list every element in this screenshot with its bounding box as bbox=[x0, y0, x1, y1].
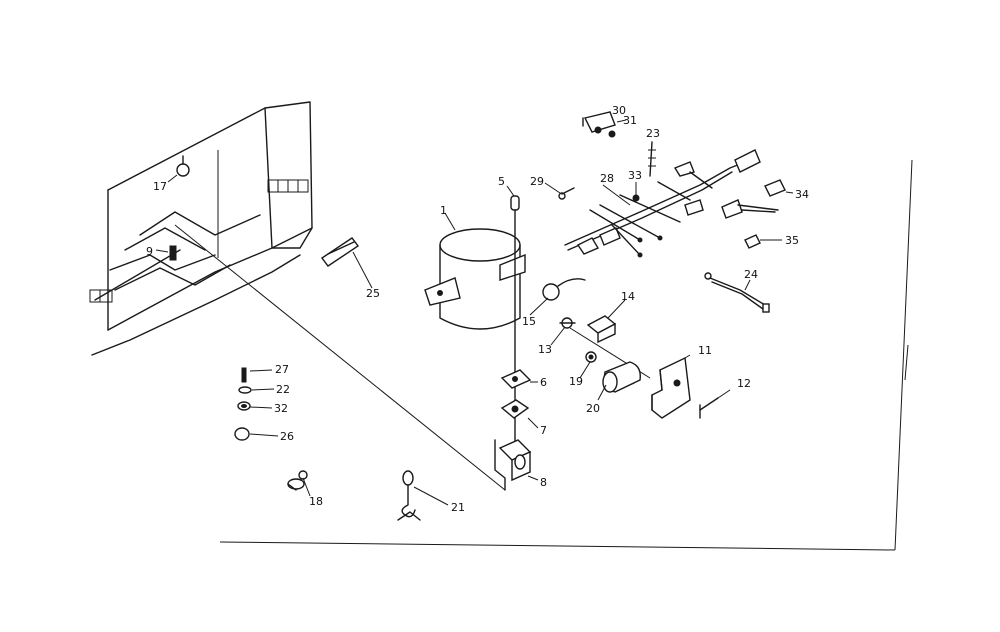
callout-22: 22 bbox=[276, 383, 290, 396]
part-22-washer bbox=[238, 386, 252, 394]
callout-33: 33 bbox=[628, 169, 642, 182]
frame-right bbox=[894, 159, 913, 551]
callout-11: 11 bbox=[698, 344, 712, 357]
leader-lines bbox=[155, 119, 794, 506]
part-14-switch bbox=[586, 315, 617, 344]
part-19-washer bbox=[585, 351, 597, 363]
callout-35: 35 bbox=[785, 234, 799, 247]
part-9-screw bbox=[169, 245, 177, 261]
callout-31: 31 bbox=[623, 114, 637, 127]
part-18-sleeve bbox=[287, 470, 308, 491]
part-24-wire-lead bbox=[704, 272, 770, 313]
callout-28: 28 bbox=[600, 172, 614, 185]
part-28-wire-harness bbox=[564, 149, 761, 258]
part-27-screw bbox=[241, 367, 247, 383]
part-11-capacitor-bracket bbox=[651, 354, 691, 419]
part-6-grommet bbox=[500, 369, 532, 389]
callout-18: 18 bbox=[309, 495, 323, 508]
part-7-mount bbox=[500, 399, 530, 419]
callout-20: 20 bbox=[586, 402, 600, 415]
part-13-clip bbox=[559, 317, 576, 329]
callout-30: 30 bbox=[612, 104, 626, 117]
part-20-capacitor bbox=[602, 361, 641, 393]
callout-34: 34 bbox=[795, 188, 809, 201]
callout-29: 29 bbox=[530, 175, 544, 188]
part-15-overload bbox=[542, 278, 586, 301]
callout-25: 25 bbox=[366, 287, 380, 300]
callout-21: 21 bbox=[451, 501, 465, 514]
part-25-tube bbox=[320, 237, 373, 289]
callout-6: 6 bbox=[540, 376, 547, 389]
callout-13: 13 bbox=[538, 343, 552, 356]
part-34-terminal bbox=[721, 179, 786, 219]
part-8-bracket bbox=[494, 439, 532, 491]
part-5-screw-and-wire bbox=[506, 185, 520, 471]
part-17-light-socket bbox=[176, 155, 190, 177]
callout-9: 9 bbox=[146, 245, 153, 258]
callout-5: 5 bbox=[498, 175, 505, 188]
part-32-clamp bbox=[237, 401, 251, 411]
callout-26: 26 bbox=[280, 430, 294, 443]
frame-bottom bbox=[219, 541, 896, 551]
part-30-31-connector bbox=[582, 111, 616, 138]
callout-24: 24 bbox=[744, 268, 758, 281]
callout-17: 17 bbox=[153, 180, 167, 193]
frame-right-mid bbox=[904, 344, 909, 381]
callout-19: 19 bbox=[569, 375, 583, 388]
part-1-compressor bbox=[424, 212, 526, 330]
part-26-grommet bbox=[234, 427, 250, 441]
callout-14: 14 bbox=[621, 290, 635, 303]
callout-8: 8 bbox=[540, 476, 547, 489]
part-35-clip bbox=[744, 234, 761, 249]
callout-12: 12 bbox=[737, 377, 751, 390]
callout-15: 15 bbox=[522, 315, 536, 328]
callout-23: 23 bbox=[646, 127, 660, 140]
part-23-wire-lead bbox=[648, 141, 656, 177]
part-29-clip bbox=[558, 187, 575, 200]
callout-labels: 17 9 25 1 5 29 30 31 23 28 33 34 35 24 1… bbox=[146, 104, 809, 514]
callout-1: 1 bbox=[440, 204, 447, 217]
part-21-strap bbox=[397, 470, 421, 521]
callout-32: 32 bbox=[274, 402, 288, 415]
callout-27: 27 bbox=[275, 363, 289, 376]
part-12-screw bbox=[699, 389, 731, 419]
leader-line-long bbox=[174, 224, 506, 491]
callout-7: 7 bbox=[540, 424, 547, 437]
cabinet-illustration bbox=[89, 101, 313, 356]
